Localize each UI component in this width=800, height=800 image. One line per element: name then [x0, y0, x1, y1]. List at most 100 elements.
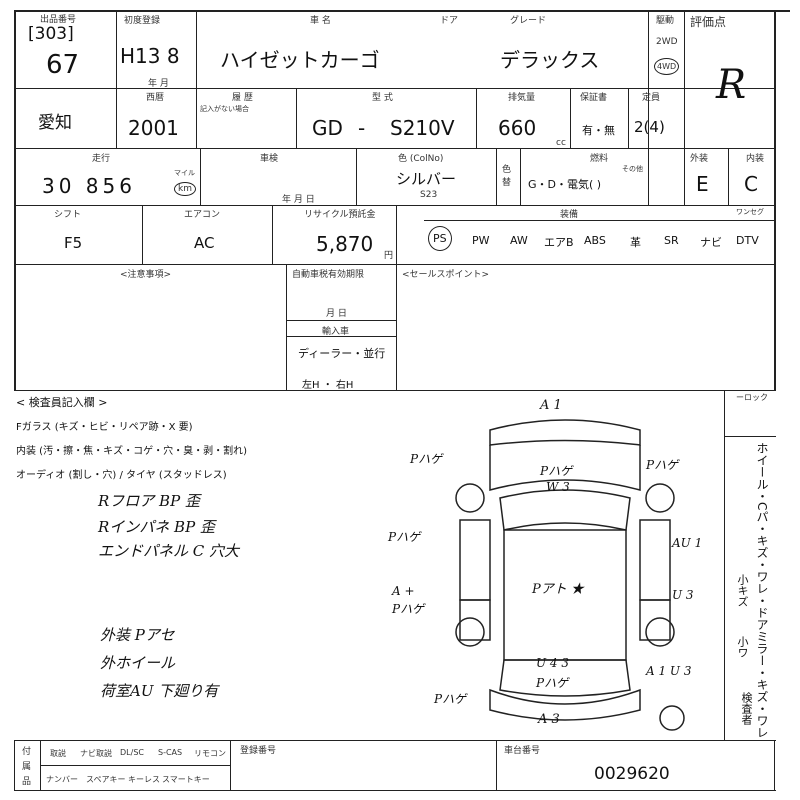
mileage-unit-km: km: [174, 182, 196, 196]
footer-dlsc: DL/SC: [120, 748, 144, 757]
color-change: 色替: [502, 165, 512, 188]
mark-r-door: AU 1: [672, 536, 703, 550]
recycle: 5,870: [316, 232, 374, 256]
hline-4: [14, 264, 776, 265]
drive-label: 駆動: [656, 16, 675, 26]
vline: [196, 88, 197, 148]
venue-label: 出品番号: [40, 15, 77, 25]
footer-side-2: 属: [22, 762, 32, 772]
hline-1: [14, 88, 776, 89]
spare-wheel: [659, 705, 685, 731]
vline: [496, 148, 497, 205]
fuel-label: 燃料: [590, 154, 609, 164]
caution-label: <注意事項>: [120, 270, 172, 280]
mark-rear-win: U 4 3: [536, 656, 570, 670]
footer-scas: S-CAS: [158, 748, 183, 757]
first-reg-label: 初度登録: [124, 16, 161, 26]
inspector-title: < 検査員記入欄 >: [16, 396, 108, 409]
wheel-fr: [645, 483, 675, 513]
displacement-unit: cc: [556, 138, 566, 148]
warranty-label: 保証書: [580, 93, 608, 103]
equip-navi: ナビ: [700, 236, 722, 249]
displacement-label: 排気量: [508, 93, 536, 103]
drive-2wd: 2WD: [656, 37, 678, 47]
rock-label: ーロック: [736, 393, 768, 402]
inspector-line3: オーディオ (割し・穴) / タイヤ (スタッドレス): [16, 470, 227, 481]
year: 2001: [128, 116, 179, 140]
inspector-label: 検査者: [740, 692, 753, 725]
fuel-other: その他: [622, 165, 643, 173]
year-label: 西暦: [146, 93, 165, 103]
hw-ext-2: 外ホイール: [100, 654, 176, 672]
hw-note-2: Rインパネ BP 歪: [98, 518, 215, 536]
tax-label: 自動車税有効期限: [292, 270, 365, 280]
model-dash: -: [358, 116, 366, 140]
frame-left: [14, 10, 16, 390]
windshield: [499, 489, 631, 531]
frame-right: [774, 10, 776, 390]
side-small-text: 小キズ: [736, 574, 749, 607]
recycle-label: リサイクル預託金: [304, 210, 376, 220]
hood: [489, 445, 641, 491]
seats-label: 定員: [642, 93, 661, 103]
aircon-label: エアコン: [184, 210, 221, 220]
color-name: シルバー: [396, 170, 457, 188]
vline: [286, 264, 287, 390]
inspector-line1: Fガラス (キズ・ヒビ・リペア跡・X 要): [16, 422, 193, 433]
equip-leather: 革: [630, 236, 641, 249]
hw-ext-3: 荷室AU 下廻り有: [100, 682, 219, 700]
vline: [296, 88, 297, 148]
vline: [628, 88, 629, 148]
car-name: ハイゼットカーゴ: [220, 48, 380, 72]
interior-label: 内装: [746, 154, 765, 164]
drive-4wd: 4WD: [654, 58, 680, 75]
hline: [286, 320, 396, 321]
equipment-label: 装備: [560, 210, 579, 220]
hline-2: [14, 148, 776, 149]
mark-rl: Pハゲ: [434, 692, 467, 706]
hline-equip: [424, 220, 776, 221]
exterior: E: [696, 172, 709, 196]
mark-l-door: Pハゲ: [388, 530, 421, 544]
vline: [724, 390, 725, 740]
hline: [40, 765, 230, 766]
model-code: S210V: [390, 116, 455, 140]
vline: [396, 205, 397, 390]
handle-value: 左H ・ 右H: [302, 380, 354, 391]
equip-airbag: エアB: [544, 236, 574, 249]
frame-top: [14, 10, 790, 12]
seats: 2(4): [634, 118, 665, 136]
equip-aw: AW: [510, 234, 528, 247]
side-small-text2: 小ワ: [736, 636, 749, 658]
exterior-label: 外装: [690, 154, 709, 164]
history-label: 履 歴: [232, 93, 253, 103]
vline: [196, 10, 197, 88]
rear-bumper: [489, 688, 641, 721]
door-label: ドア: [440, 16, 459, 26]
mark-l-slide2: Pハゲ: [392, 602, 425, 616]
mileage-label: 走行: [92, 154, 111, 164]
vline: [116, 10, 117, 148]
vline: [142, 205, 143, 264]
mark-hood: Pハゲ: [540, 464, 573, 478]
shift-label: シフト: [54, 210, 82, 220]
footer-bottom: [14, 790, 776, 791]
mark-front: A 1: [540, 398, 562, 413]
footer-top: [14, 740, 776, 741]
mileage-unit-mile: マイル: [174, 169, 195, 177]
wheel-rr: [645, 617, 675, 647]
hw-note-3: エンドパネル C 穴大: [98, 542, 240, 560]
equip-pw: PW: [472, 234, 490, 247]
first-reg-value: H13 8: [120, 44, 180, 68]
recycle-unit: 円: [384, 251, 394, 261]
fuel-options: G・D・電気( ): [528, 178, 602, 191]
vline: [200, 148, 201, 205]
mark-r-slide: U 3: [672, 588, 694, 602]
mark-fl: Pハゲ: [410, 452, 443, 466]
mark-windshield: W 3: [546, 480, 570, 494]
equip-abs: ABS: [584, 234, 606, 247]
right-front-door: [639, 519, 671, 601]
side-vertical-text: ホイール・Cパ・キズ・ワレ・ドアミラー・キズ・ワレ: [755, 442, 769, 739]
wheel-fl: [455, 483, 485, 513]
vline: [230, 740, 231, 790]
